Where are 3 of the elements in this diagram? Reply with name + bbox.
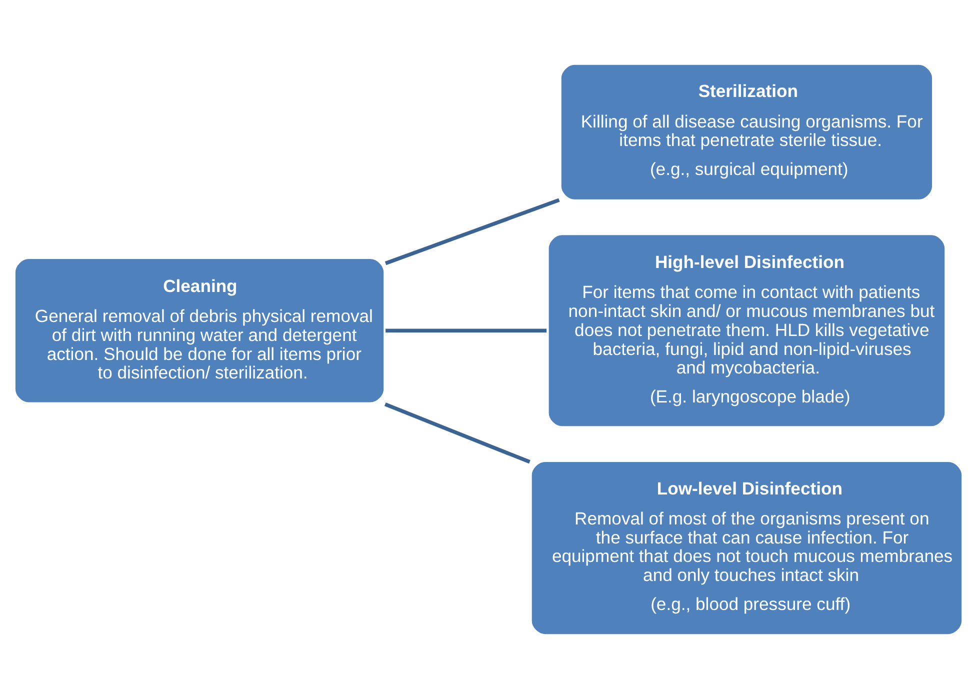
connector bbox=[384, 198, 560, 265]
connector bbox=[386, 328, 547, 332]
connector bbox=[384, 402, 530, 464]
